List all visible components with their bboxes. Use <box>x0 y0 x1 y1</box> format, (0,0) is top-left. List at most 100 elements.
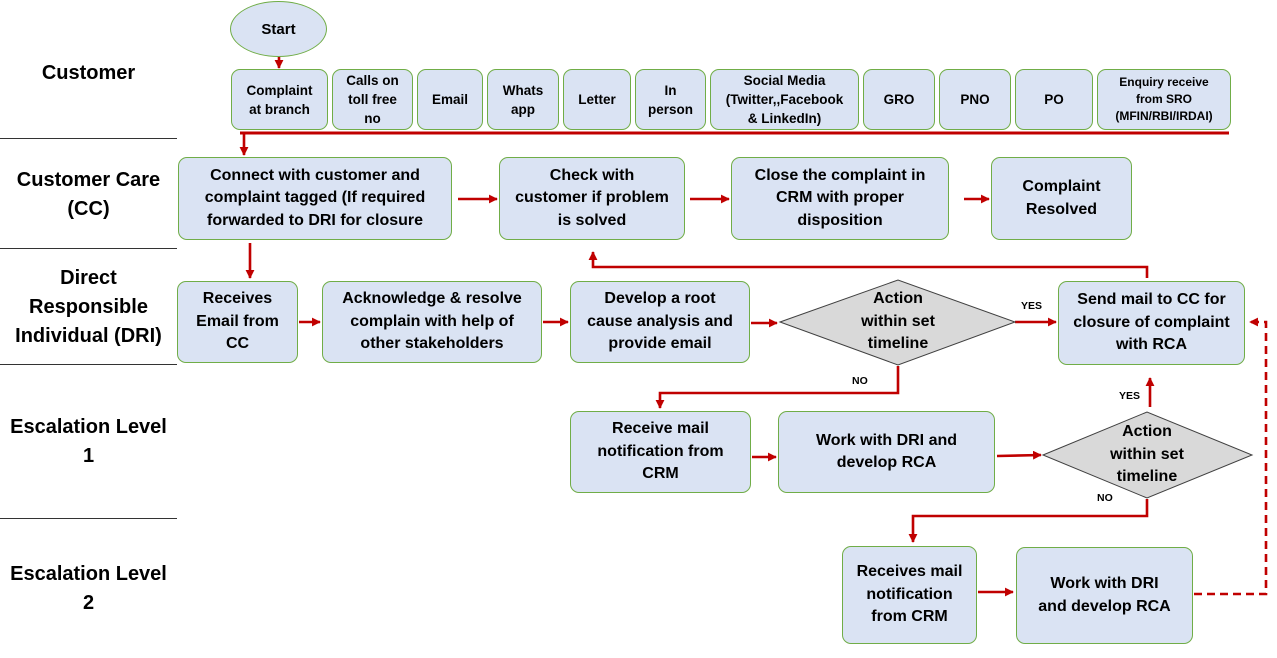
box-line: other stakeholders <box>360 335 504 353</box>
box-line: CRM with proper <box>776 189 904 207</box>
decision-line: within set <box>1110 445 1184 463</box>
channel-line: app <box>510 101 535 117</box>
channel-line: at branch <box>249 101 310 117</box>
channel-line: person <box>647 101 693 117</box>
esc1-decision-text: Action within set timeline <box>1087 421 1207 489</box>
box-line: and develop RCA <box>1038 597 1171 615</box>
lane-esc2-line-1: Escalation Level <box>10 563 167 585</box>
channel-line: Calls on <box>346 73 399 88</box>
lane-customer-care: Customer Care (CC) <box>0 165 177 225</box>
esc1-receive-box: Receive mail notification from CRM <box>570 411 751 493</box>
box-line: Connect with customer and <box>210 166 420 184</box>
arrow-esc2-dashed-to-send <box>1194 317 1268 596</box>
channel-line: Email <box>431 92 469 107</box>
lane-cc-line-2: (CC) <box>67 198 110 220</box>
lane-divider <box>0 138 177 139</box>
box-line: cause analysis and <box>587 312 733 330</box>
box-line: notification from <box>597 442 724 460</box>
channel-line: PNO <box>960 92 990 107</box>
cc-close-box: Close the complaint in CRM with proper d… <box>731 157 949 240</box>
lane-dri-line-3: Individual (DRI) <box>15 324 162 347</box>
channel-toll-free: Calls on toll free no <box>332 69 413 130</box>
dri-decision-text: Action within set timeline <box>838 288 958 356</box>
dri-send-mail-box: Send mail to CC for closure of complaint… <box>1058 281 1245 365</box>
box-line: Receives <box>202 290 273 308</box>
channel-line: (MFIN/RBI/IRDAI) <box>1115 109 1213 123</box>
lane-divider <box>0 248 177 249</box>
channel-whatsapp: Whats app <box>487 69 559 130</box>
dri-develop-box: Develop a root cause analysis and provid… <box>570 281 750 363</box>
channel-line: Whats <box>502 82 544 98</box>
box-line: Send mail to CC for <box>1077 291 1226 309</box>
label-yes-esc1: YES <box>1119 390 1141 402</box>
channel-line: Social Media <box>743 73 826 88</box>
lane-customer-label: Customer <box>41 61 136 84</box>
lane-customer: Customer <box>0 55 177 91</box>
channel-enquiry-sro: Enquiry receive from SRO (MFIN/RBI/IRDAI… <box>1097 69 1231 130</box>
arrow-decision-no-to-esc1 <box>655 366 900 409</box>
dri-decision-diamond <box>778 279 1017 366</box>
box-line: Email from <box>196 312 279 330</box>
channel-gro: GRO <box>863 69 935 130</box>
arrow-esc1-no-to-esc2 <box>908 499 1149 543</box>
lane-dri-line-1: Direct <box>60 266 117 289</box>
box-line: Work with DRI and <box>815 431 958 449</box>
box-line: notification <box>866 585 953 603</box>
box-line: Receive mail <box>612 420 709 438</box>
box-line: complain with help of <box>350 312 514 330</box>
box-line: Work with DRI <box>1050 575 1159 592</box>
lane-cc-line-1: Customer Care <box>16 169 161 191</box>
decision-line: within set <box>861 312 935 330</box>
esc1-decision-diamond <box>1041 411 1254 499</box>
channel-pno: PNO <box>939 69 1011 130</box>
decision-line: Action <box>1122 423 1172 440</box>
lane-divider <box>0 518 177 519</box>
box-line: Acknowledge & resolve <box>342 290 522 308</box>
decision-line: timeline <box>1116 468 1178 485</box>
channel-line: (Twitter,,Facebook <box>725 92 844 107</box>
box-line: Develop a root <box>604 290 716 308</box>
box-line: disposition <box>797 211 883 229</box>
channel-line: GRO <box>883 92 915 107</box>
start-label: Start <box>261 20 296 38</box>
channel-in-person: In person <box>635 69 706 130</box>
box-line: from CRM <box>871 608 948 626</box>
lane-divider <box>0 364 177 365</box>
channel-line: Letter <box>578 92 616 107</box>
decision-line: timeline <box>867 335 929 352</box>
box-line: forwarded to DRI for closure <box>206 211 424 229</box>
dri-acknowledge-box: Acknowledge & resolve complain with help… <box>322 281 542 363</box>
channel-line: from SRO <box>1135 92 1192 106</box>
box-line: provide email <box>608 335 712 353</box>
box-line: Check with <box>549 166 635 184</box>
channel-po: PO <box>1015 69 1093 130</box>
channel-line: toll free <box>348 92 397 107</box>
channel-letter: Letter <box>563 69 631 130</box>
label-no-dri: NO <box>852 375 868 387</box>
channel-social-media: Social Media (Twitter,,Facebook & Linked… <box>710 69 859 130</box>
label-no-esc1: NO <box>1097 492 1113 504</box>
label-yes-dri: YES <box>1021 300 1043 312</box>
box-line: develop RCA <box>836 454 937 471</box>
box-line: CC <box>225 335 250 353</box>
cc-check-box: Check with customer if problem is solved <box>499 157 685 240</box>
lane-esc2-line-2: 2 <box>82 592 95 614</box>
box-line: with RCA <box>1115 336 1188 354</box>
box-line: closure of complaint <box>1073 313 1230 331</box>
channel-line: Enquiry receive <box>1119 75 1209 89</box>
channel-line: PO <box>1044 92 1064 107</box>
lane-esc1-line-2: 1 <box>82 445 95 467</box>
decision-line: Action <box>873 290 923 307</box>
lane-esc1-line-1: Escalation Level <box>10 416 167 438</box>
lane-escalation-1: Escalation Level 1 <box>0 412 177 472</box>
esc2-work-box: Work with DRI and develop RCA <box>1016 547 1193 644</box>
cc-connect-box: Connect with customer and complaint tagg… <box>178 157 452 240</box>
box-line: customer if problem <box>515 189 669 207</box>
channel-line: Complaint <box>246 82 313 98</box>
box-line: Receives mail <box>856 563 963 581</box>
box-line: Resolved <box>1025 200 1098 218</box>
box-line: Close the complaint in <box>754 166 926 184</box>
channel-line: In <box>664 82 677 98</box>
lane-dri-line-2: Responsible <box>29 295 148 318</box>
